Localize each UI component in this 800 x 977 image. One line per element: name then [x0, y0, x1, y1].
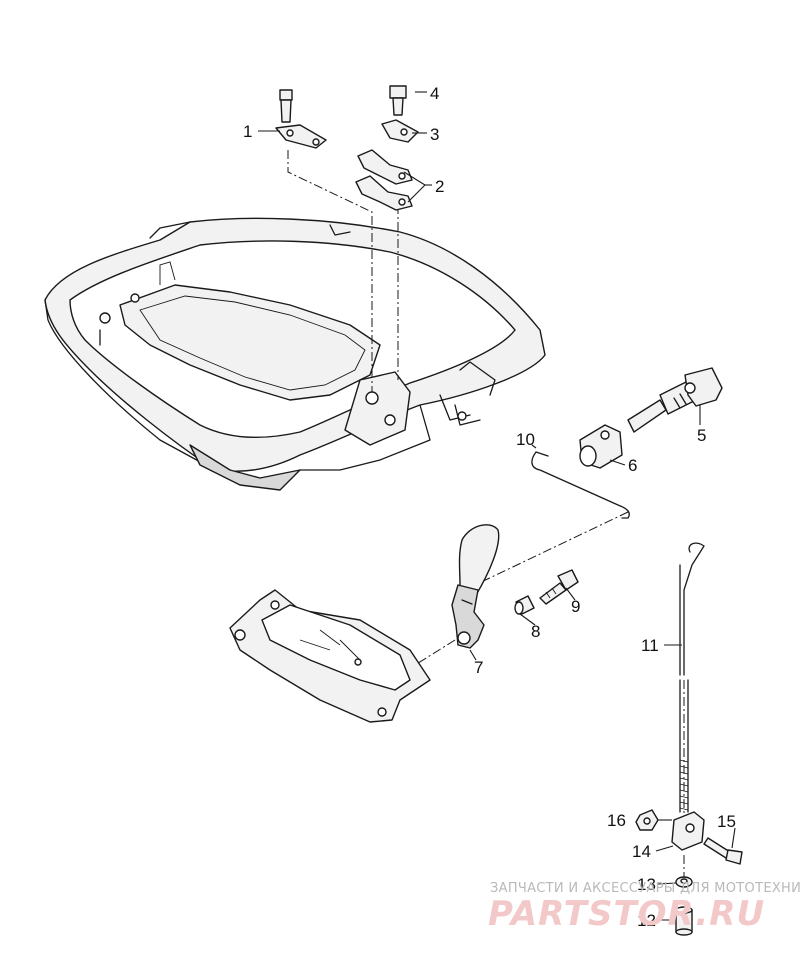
watermark: ЗАПЧАСТИ И АКСЕССУАРЫ ДЛЯ МОТОТЕХНИКИ PA… [488, 881, 800, 934]
part-8-spacer [514, 595, 535, 615]
part-14-block [671, 811, 705, 851]
part-10-rod [531, 451, 630, 519]
part-4-bolt [389, 85, 407, 116]
leader-lines [258, 91, 736, 921]
bottom-cowling [44, 217, 546, 491]
part-12-sleeve [675, 906, 693, 936]
lower-bracket [229, 589, 431, 723]
part-9-bolt [539, 569, 579, 605]
callout-12: 12 [637, 911, 656, 930]
callout-8: 8 [531, 622, 540, 641]
callout-10: 10 [516, 430, 535, 449]
part-6-grommet [579, 424, 623, 469]
callout-5: 5 [697, 426, 706, 445]
callout-7: 7 [474, 658, 483, 677]
part-2-clips [355, 149, 413, 211]
callout-1: 1 [243, 122, 252, 141]
part-15-screw [703, 837, 743, 865]
callout-4: 4 [430, 84, 439, 103]
part-11-long-rod [679, 542, 705, 813]
callout-9: 9 [571, 597, 580, 616]
part-5-choke-shaft [627, 367, 723, 433]
part-16-nut [635, 809, 659, 831]
part-3-plate [381, 119, 419, 143]
callout-15: 15 [717, 812, 736, 831]
part-1-bolt-and-plate [275, 89, 327, 149]
callout-13: 13 [637, 875, 656, 894]
callout-11: 11 [641, 636, 659, 655]
watermark-brand: PARTSTOR.RU [488, 894, 765, 934]
callout-16: 16 [607, 811, 626, 830]
assembly-lines [287, 150, 685, 885]
part-13-washer [675, 876, 693, 888]
callout-2: 2 [435, 177, 444, 196]
callout-labels: 1 4 3 2 5 6 10 7 8 9 11 16 15 14 13 12 [243, 84, 736, 930]
callout-6: 6 [628, 456, 637, 475]
part-7-lever [451, 524, 500, 649]
callout-3: 3 [430, 125, 439, 144]
callout-14: 14 [632, 842, 651, 861]
watermark-tagline: ЗАПЧАСТИ И АКСЕССУАРЫ ДЛЯ МОТОТЕХНИКИ [490, 881, 800, 896]
